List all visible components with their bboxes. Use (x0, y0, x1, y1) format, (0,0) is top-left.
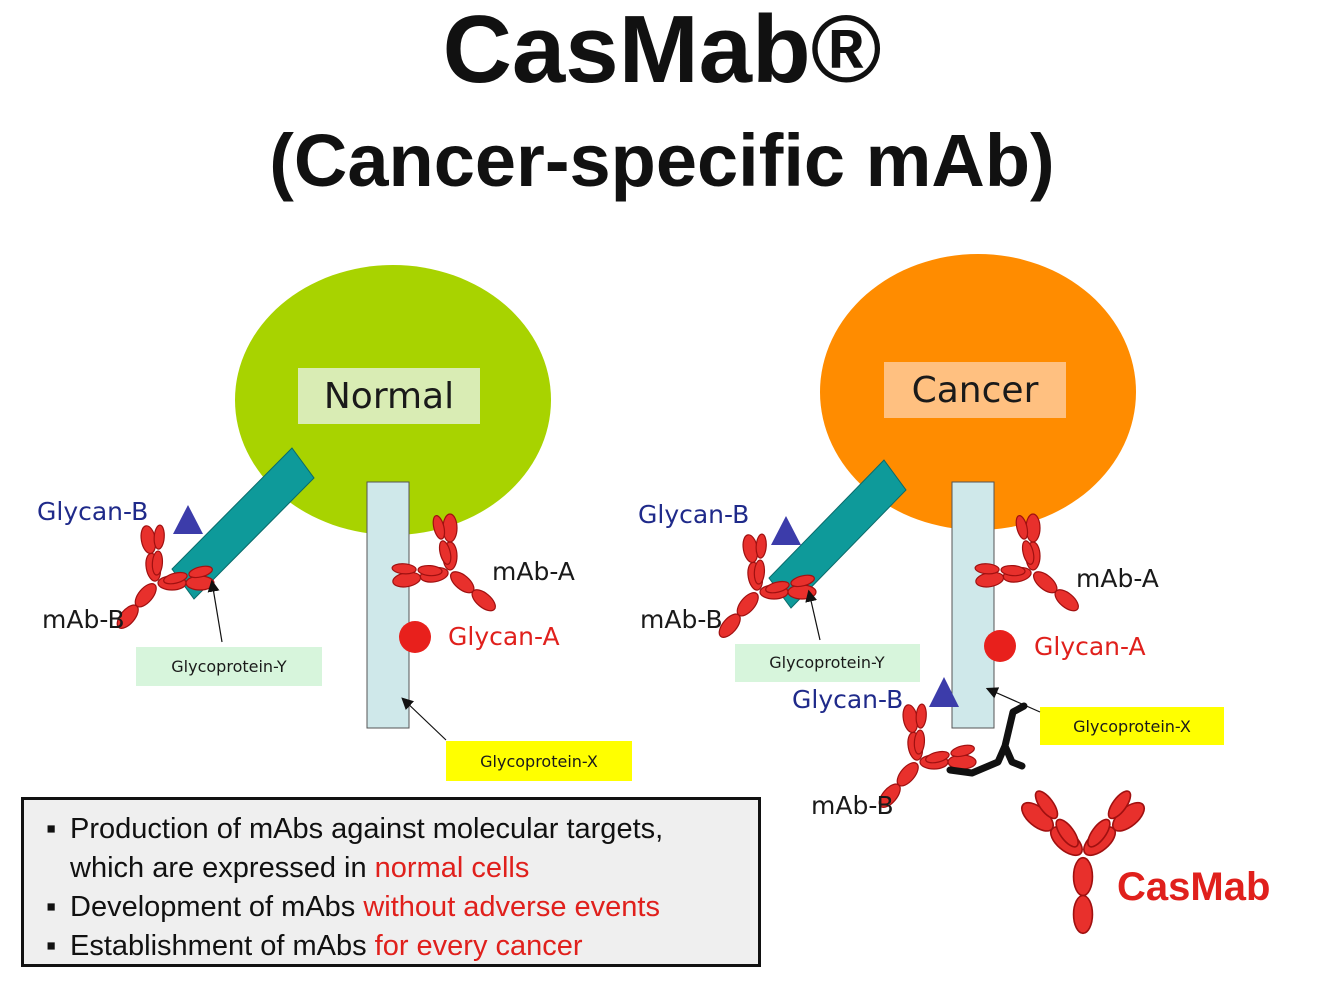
title-line-2: (Cancer-specific mAb) (269, 119, 1054, 202)
glycan-b-marker-upper (771, 516, 801, 545)
glycan-a-label: Glycan-A (1034, 632, 1146, 661)
summary-box: ▪ Production of mAbs against molecular ta… (21, 797, 761, 967)
glycoprotein-y-label: Glycoprotein-Y (171, 657, 287, 676)
glycoprotein-x-label-box (1040, 707, 1224, 745)
mab-b-antibody (80, 512, 227, 660)
bullet-icon: ▪ (46, 891, 57, 923)
glycan-b-marker (173, 505, 203, 534)
glycoprotein-y-label-box (136, 647, 322, 686)
bullet-icon: ▪ (46, 813, 57, 845)
cancer-panel: Cancer Glycan-B mAb-B mAb-A Glycan-A Gly… (638, 254, 1270, 935)
glycoprotein-y-bar (171, 447, 315, 600)
summary-line-4-text: Establishment of mAbs (70, 930, 375, 962)
casmab-label: CasMab (1117, 865, 1270, 909)
glycan-b-marker-lower (929, 677, 959, 707)
cancer-label-box (884, 362, 1066, 418)
glycoprotein-x-label-box (446, 741, 632, 781)
summary-line-2-highlight: normal cells (374, 852, 530, 884)
glycan-b-label-lower: Glycan-B (792, 685, 903, 714)
glycoprotein-x-label: Glycoprotein-X (1073, 717, 1191, 736)
glycan-a-marker (399, 621, 431, 653)
glycoprotein-y-pointer (805, 589, 821, 641)
glycan-b-label: Glycan-B (37, 497, 148, 526)
glycan-b-label-upper: Glycan-B (638, 500, 749, 529)
title-line-1: CasMab® (443, 0, 882, 103)
normal-panel: Normal Glycan-B mAb-B mAb-A Glycan-A Gly… (37, 265, 632, 781)
cancer-cell-label: Cancer (912, 370, 1039, 411)
bullet-icon: ▪ (46, 930, 57, 962)
summary-line-1-text: Production of mAbs against molecular tar… (70, 813, 664, 845)
summary-line-1: ▪ Production of mAbs against molecular ta… (46, 810, 758, 849)
summary-line-3-highlight: without adverse events (363, 891, 660, 923)
summary-line-4: ▪ Establishment of mAbs for every cancer (46, 927, 758, 966)
mab-b-label-upper: mAb-B (640, 605, 723, 634)
glycoprotein-x-pointer (985, 687, 1041, 713)
glycoprotein-x-pointer (401, 697, 447, 741)
glycoprotein-y-label-box (735, 644, 920, 682)
summary-line-3-text: Development of mAbs (70, 891, 364, 923)
glycoprotein-x-bar (366, 481, 410, 729)
casmab-antibody (1016, 786, 1150, 935)
summary-line-2-text: which are expressed in (70, 852, 375, 884)
glycoprotein-y-pointer (207, 579, 223, 643)
mab-b-label-lower: mAb-B (811, 791, 894, 820)
normal-cell-label: Normal (324, 376, 454, 417)
normal-label-box (298, 368, 480, 424)
mab-a-label: mAb-A (492, 557, 575, 586)
epitope-bracket (946, 702, 1028, 777)
glycoprotein-y-bar (768, 459, 907, 609)
glycoprotein-y-label: Glycoprotein-Y (769, 653, 885, 672)
glycoprotein-x-label: Glycoprotein-X (480, 752, 598, 771)
glycan-a-marker (984, 630, 1016, 662)
glycoprotein-x-bar (951, 481, 995, 729)
summary-line-3: ▪ Development of mAbs without adverse eve… (46, 888, 758, 927)
mab-a-label: mAb-A (1076, 564, 1159, 593)
summary-line-4-highlight: for every cancer (374, 930, 583, 962)
summary-line-2: which are expressed in normal cells (46, 849, 758, 888)
mab-b-label: mAb-B (42, 605, 125, 634)
glycan-a-label: Glycan-A (448, 622, 560, 651)
